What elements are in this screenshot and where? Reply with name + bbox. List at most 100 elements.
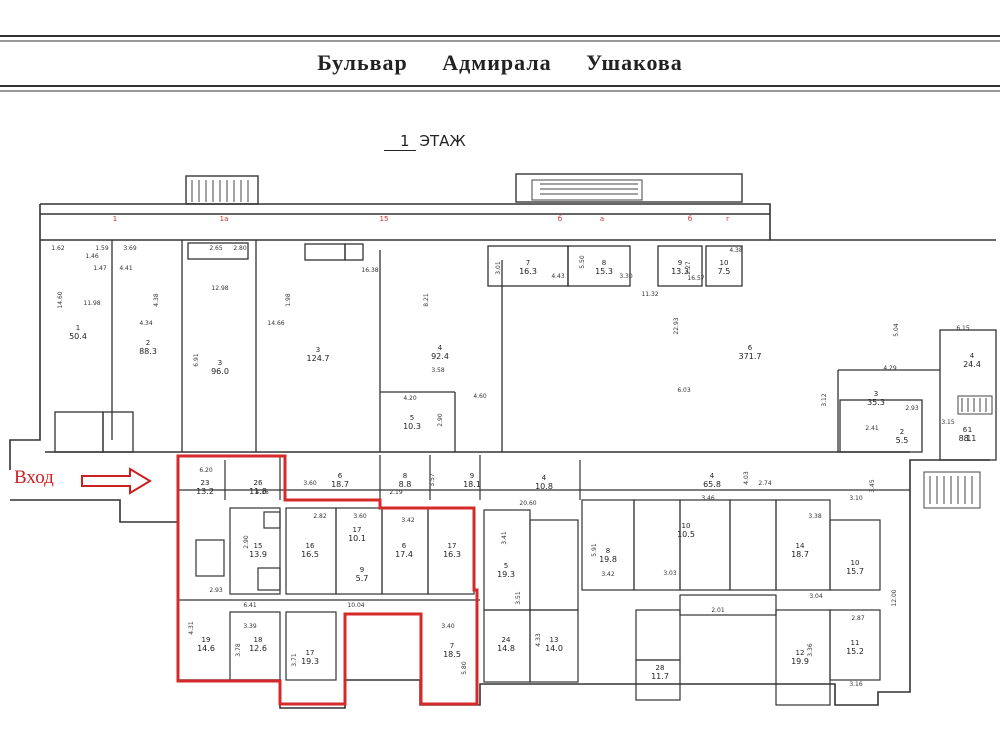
- room-number: 3: [874, 390, 878, 398]
- dimension-label: 2.90: [243, 535, 250, 549]
- stair-block: [185, 173, 743, 205]
- room-number: 9: [360, 566, 364, 574]
- dimension-label: 2.90: [437, 413, 444, 427]
- room-number: 10: [682, 522, 691, 530]
- dimension-label: 11.98: [83, 300, 100, 307]
- dimension-label: 3.01: [495, 261, 502, 275]
- room-number: 9: [470, 472, 474, 480]
- dimension-label: 2.93: [905, 405, 919, 412]
- dimension-label: 16.57: [687, 275, 704, 282]
- room-number: 5: [504, 562, 508, 570]
- axis-label: б: [688, 215, 692, 223]
- dimension-label: 2.27: [685, 261, 692, 275]
- dimension-label: 6.91: [193, 353, 200, 367]
- room-number: 8: [403, 472, 407, 480]
- room-number: 2: [146, 339, 150, 347]
- dimension-label: 12.00: [891, 589, 898, 606]
- axis-label: г: [726, 215, 730, 223]
- room-number: 1: [76, 324, 80, 332]
- dimension-label: 2.82: [313, 513, 327, 520]
- room-number: 6: [338, 472, 343, 480]
- right-stair: [923, 395, 993, 509]
- dimension-label: 8.21: [423, 293, 430, 307]
- dimension-label: 16.38: [361, 267, 378, 274]
- dimension-label: 2.19: [389, 489, 403, 496]
- dimension-label: 5.80: [461, 661, 468, 675]
- dimension-label: 3.39: [243, 623, 257, 630]
- room-number: 28: [656, 664, 665, 672]
- floor-number: 1: [384, 132, 416, 151]
- entrance-arrow-icon: [81, 467, 152, 495]
- room-area: 10.5: [677, 530, 695, 539]
- room-area: 371.7: [739, 352, 762, 361]
- dimension-label: 14.60: [57, 291, 64, 308]
- room-area: 10.8: [535, 482, 553, 491]
- room-area: 16.3: [443, 550, 461, 559]
- room-number: 7: [526, 259, 530, 267]
- room-number: 2: [900, 428, 904, 436]
- dimension-label: 22.93: [673, 317, 680, 334]
- dimension-label: 12.98: [211, 285, 228, 292]
- dimension-label: 3.71: [291, 653, 298, 667]
- room-number: 6: [963, 426, 968, 434]
- dimension-label: 6.41: [243, 602, 257, 609]
- room-number: 15: [254, 542, 263, 550]
- room-area: 8.8: [399, 480, 412, 489]
- dimension-label: 3.42: [401, 517, 415, 524]
- room-area: 124.7: [307, 354, 330, 363]
- room-number: 3: [218, 359, 222, 367]
- dimension-label: 2.87: [851, 615, 865, 622]
- room-area: 50.4: [69, 332, 87, 341]
- room-area: 19.3: [301, 657, 319, 666]
- dimension-label: 1.62: [51, 245, 65, 252]
- room-number: 19: [202, 636, 211, 644]
- room-number: 11: [851, 639, 860, 647]
- dimension-label: 3.60: [353, 513, 367, 520]
- dimension-label: 2.01: [711, 607, 725, 614]
- room-number: 18: [254, 636, 263, 644]
- room-area: 24.4: [963, 360, 981, 369]
- dimension-label: 3.30: [619, 273, 633, 280]
- dimension-label: 4.29: [883, 365, 897, 372]
- room-number: 24: [502, 636, 511, 644]
- room-number: 10: [851, 559, 860, 567]
- axis-label: 1: [113, 215, 117, 223]
- room-area: 8.1: [959, 434, 972, 443]
- dimension-label: 1.98: [285, 293, 292, 307]
- room-area: 13.2: [196, 487, 214, 496]
- dimension-label: 4.34: [139, 320, 153, 327]
- room-area: 18.1: [463, 480, 481, 489]
- room-area: 13.9: [249, 550, 267, 559]
- dimension-label: 3.60: [303, 480, 317, 487]
- floor-word: ЭТАЖ: [419, 132, 466, 150]
- room-area: 12.6: [249, 644, 267, 653]
- dimension-label: 3.03: [663, 570, 677, 577]
- room-area: 10.3: [403, 422, 421, 431]
- room-number: 17: [306, 649, 315, 657]
- room-area: 18.7: [331, 480, 349, 489]
- dimension-label: 3.10: [849, 495, 863, 502]
- room-area: 7.5: [718, 267, 731, 276]
- dimension-label: 2.80: [233, 245, 247, 252]
- room-area: 16.3: [519, 267, 537, 276]
- room-number: 1: [968, 426, 972, 434]
- dimension-label: 6.03: [677, 387, 691, 394]
- room-area: 14.0: [545, 644, 563, 653]
- dimension-label: 4.60: [473, 393, 487, 400]
- room-number: 4: [438, 344, 443, 352]
- dimension-label: 2.41: [865, 425, 879, 432]
- dimension-label: 2.65: [209, 245, 223, 252]
- room-area: 15.3: [595, 267, 613, 276]
- room-number: 17: [448, 542, 457, 550]
- axis-label: б: [558, 215, 562, 223]
- lower-walls: [178, 455, 910, 706]
- dimension-label: 3.04: [809, 593, 823, 600]
- dimension-label: 3.42: [601, 571, 615, 578]
- room-number: 14: [796, 542, 805, 550]
- dimension-label: 4.38: [153, 293, 160, 307]
- room-area: 19.8: [599, 555, 617, 564]
- room-area: 11.8: [249, 487, 267, 496]
- room-number: 4: [970, 352, 975, 360]
- room-number: 6: [402, 542, 407, 550]
